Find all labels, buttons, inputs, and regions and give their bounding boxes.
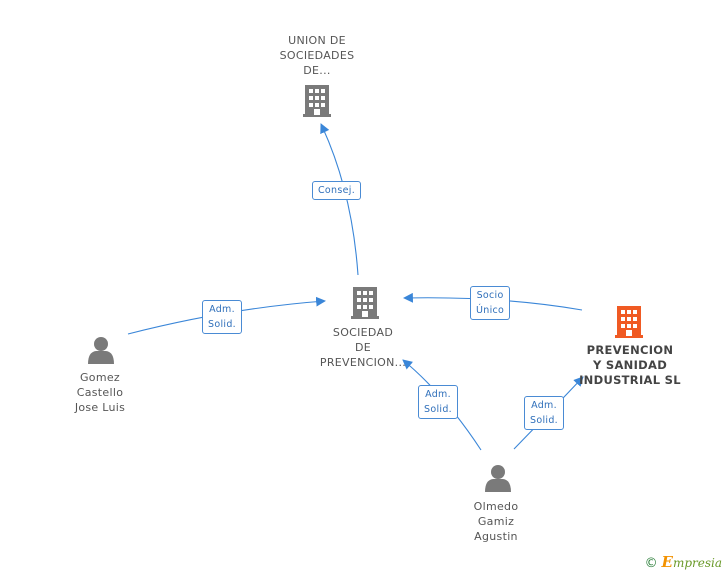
node-label-line: Gomez	[79, 371, 120, 384]
edge-label-socio-unico[interactable]: Socio Único	[470, 286, 511, 320]
node-olmedo-label[interactable]: Olmedo Gamiz Agustin	[444, 499, 548, 544]
node-label-line: UNION DE	[288, 34, 346, 47]
node-label-line: Olmedo	[473, 500, 519, 513]
node-label-line: SOCIEDADES	[279, 49, 355, 62]
node-label-line: Gamiz	[477, 515, 515, 528]
edge-label-adm-solid-olmedo-sociedad[interactable]: Adm. Solid.	[418, 385, 458, 419]
node-label-line: Y SANIDAD	[592, 358, 668, 372]
edge-label-adm-solid-olmedo-prevencion[interactable]: Adm. Solid.	[524, 396, 564, 430]
edge-label-line: Adm.	[531, 400, 557, 411]
node-label-line: PREVENCION...	[319, 356, 407, 369]
node-label-line: SOCIEDAD	[332, 326, 394, 339]
edge-label-line: Adm.	[425, 389, 451, 400]
node-label-line: DE...	[303, 64, 331, 77]
node-label-line: DE	[354, 341, 372, 354]
edge-label-line: Solid.	[208, 319, 236, 330]
edge-label-consej[interactable]: Consej.	[312, 181, 362, 200]
node-gomez-label[interactable]: Gomez Castello Jose Luis	[48, 370, 152, 415]
node-label-line: Jose Luis	[74, 401, 126, 414]
edge-label-line: Único	[476, 305, 505, 316]
edge-label-line: Socio	[476, 290, 504, 301]
edge-label-line: Consej.	[318, 185, 356, 196]
copyright-symbol: ©	[644, 556, 658, 571]
node-label-line: INDUSTRIAL SL	[579, 373, 681, 387]
node-union-label[interactable]: UNION DE SOCIEDADES DE...	[262, 33, 372, 78]
brand-logo-initial: E	[661, 553, 673, 571]
empresia-watermark: © Empresia	[645, 553, 722, 571]
person-icon	[88, 337, 114, 364]
person-icon	[485, 465, 511, 492]
building-icon	[351, 287, 379, 319]
edge-label-line: Adm.	[209, 304, 235, 315]
main-building-icon	[615, 306, 643, 338]
brand-logo-rest: mpresia	[672, 556, 722, 570]
node-sociedad-label[interactable]: SOCIEDAD DE PREVENCION...	[308, 325, 418, 370]
brand-logo: Empresia	[661, 553, 723, 571]
edge-label-adm-solid-gomez[interactable]: Adm. Solid.	[202, 300, 242, 334]
edge-label-line: Solid.	[530, 415, 558, 426]
node-label-line: PREVENCION	[586, 343, 674, 357]
edge-label-line: Solid.	[424, 404, 452, 415]
node-prevencion-label[interactable]: PREVENCION Y SANIDAD INDUSTRIAL SL	[575, 343, 685, 388]
node-label-line: Agustin	[474, 530, 518, 543]
building-icon	[303, 85, 331, 117]
node-label-line: Castello	[76, 386, 124, 399]
